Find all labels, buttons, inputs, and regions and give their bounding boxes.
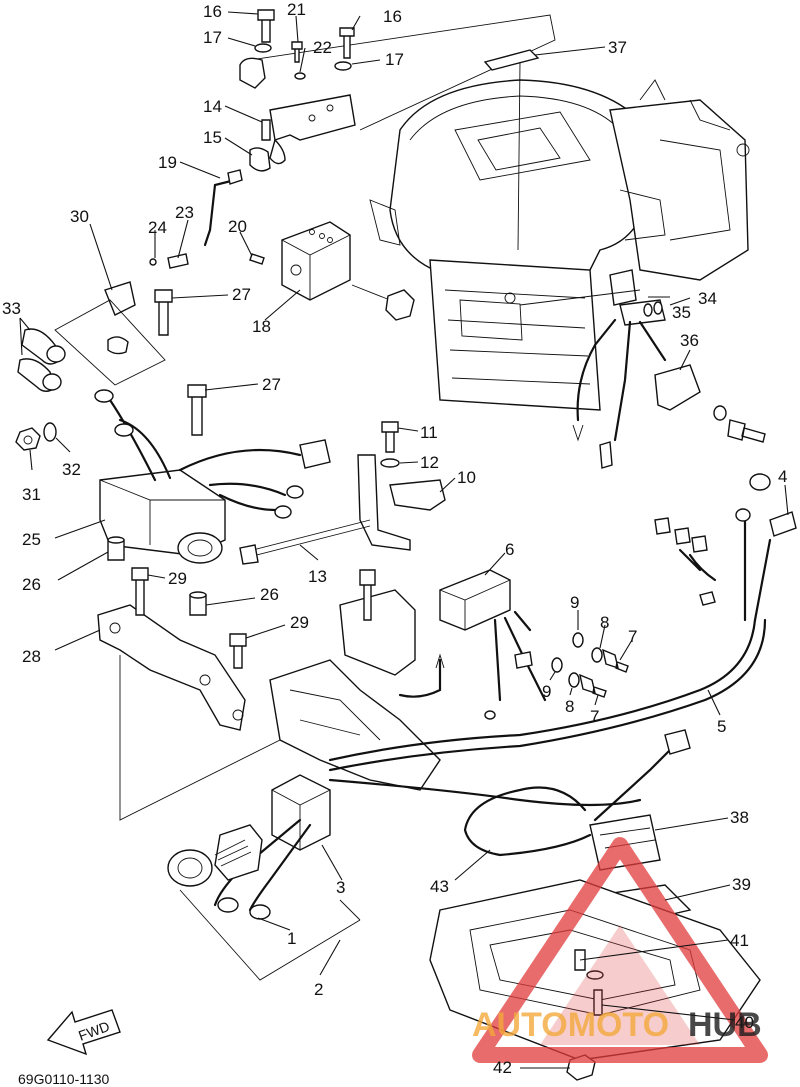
- callout-27: 27: [232, 285, 251, 304]
- callout-10: 10: [457, 468, 476, 487]
- watermark-part1: AUTOMOTO: [472, 1006, 669, 1044]
- rectifier: [439, 569, 547, 720]
- engine-block: [369, 79, 750, 411]
- callout-32: 32: [62, 460, 81, 479]
- callout-12: 12: [420, 453, 439, 472]
- callout-22: 22: [313, 38, 332, 57]
- callout-2: 2: [314, 980, 323, 999]
- callout-21: 21: [287, 0, 306, 19]
- part-37: [483, 49, 540, 251]
- callout-27: 27: [262, 375, 281, 394]
- callout-26: 26: [22, 575, 41, 594]
- relay-assembly: [519, 269, 766, 469]
- callout-3: 3: [336, 878, 345, 897]
- watermark-part2: HUB: [688, 1006, 762, 1044]
- fwd-arrow-icon: FWD: [46, 1009, 121, 1056]
- watermark-logo: [472, 837, 768, 1063]
- callout-14: 14: [203, 97, 222, 116]
- callout-7: 7: [590, 707, 599, 726]
- callout-16: 16: [383, 7, 402, 26]
- callout-41: 41: [730, 931, 749, 950]
- callout-29: 29: [290, 613, 309, 632]
- callout-29: 29: [168, 569, 187, 588]
- callout-17: 17: [203, 28, 222, 47]
- callout-24: 24: [148, 218, 167, 237]
- callout-11: 11: [420, 423, 438, 442]
- callout-9: 9: [570, 593, 579, 612]
- callout-42: 42: [493, 1058, 512, 1077]
- callout-18: 18: [252, 317, 271, 336]
- watermark-text: AUTOMOTO HUB: [472, 1006, 762, 1044]
- callout-5: 5: [717, 717, 726, 736]
- callout-4: 4: [778, 467, 787, 486]
- callout-9: 9: [542, 682, 551, 701]
- callout-37: 37: [608, 38, 627, 57]
- callout-19: 19: [158, 153, 177, 172]
- callout-25: 25: [22, 530, 41, 549]
- callout-28: 28: [22, 647, 41, 666]
- callout-13: 13: [308, 567, 327, 586]
- ignition-coil-assembly: [15, 281, 331, 564]
- leader-lines: [19, 11, 789, 1069]
- top-bracket-assembly: [149, 9, 556, 269]
- lower-mount: [269, 569, 445, 791]
- callout-30: 30: [70, 207, 89, 226]
- callout-6: 6: [505, 540, 514, 559]
- callout-15: 15: [203, 128, 222, 147]
- bolts-7-8-9: [551, 632, 629, 698]
- callout-20: 20: [228, 217, 247, 236]
- callout-23: 23: [175, 203, 194, 222]
- bracket-10: [239, 421, 446, 565]
- callout-17: 17: [385, 50, 404, 69]
- callout-labels: 16 21 16 17 22 17 37 14 15 19 30 23 24 2…: [2, 0, 787, 1077]
- callout-8: 8: [600, 613, 609, 632]
- callout-43: 43: [430, 877, 449, 896]
- callout-35: 35: [672, 303, 691, 322]
- callout-39: 39: [732, 875, 751, 894]
- callout-1: 1: [287, 929, 296, 948]
- callout-26: 26: [260, 585, 279, 604]
- cdi-unit: [281, 221, 415, 321]
- callout-34: 34: [698, 289, 717, 308]
- callout-16: 16: [203, 2, 222, 21]
- callout-38: 38: [730, 808, 749, 827]
- callout-7: 7: [628, 627, 637, 646]
- diagram-code: 69G0110-1130: [18, 1071, 110, 1087]
- wire-harness: [328, 473, 797, 807]
- main-switch: [167, 774, 361, 981]
- callout-8: 8: [565, 697, 574, 716]
- callout-36: 36: [680, 331, 699, 350]
- base-plate: [97, 536, 291, 821]
- callout-31: 31: [22, 485, 41, 504]
- callout-33: 33: [2, 299, 21, 318]
- callout-40: 40: [735, 1013, 754, 1032]
